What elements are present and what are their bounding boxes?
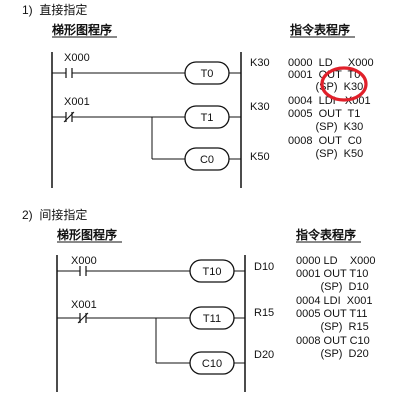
highlight-circle [320, 66, 368, 102]
constant-label: R15 [254, 307, 274, 319]
list-line: (SP) K50 [288, 148, 363, 160]
list-line: 0008 OUT C0 [288, 135, 362, 147]
constant-label: K30 [250, 57, 270, 69]
constant-label: D10 [254, 261, 274, 273]
contact-label: X001 [64, 96, 90, 108]
list-line: 0005 OUT T1 [288, 108, 360, 120]
list-line: (SP) D20 [296, 348, 369, 360]
list-line: 0008 OUT C10 [296, 335, 370, 347]
section-heading: 1) 直接指定 [22, 2, 87, 17]
section-heading: 2) 间接指定 [22, 207, 87, 222]
list-line: 0005 OUT T11 [296, 308, 368, 320]
list-title: 指令表程序 [296, 227, 356, 242]
constant-label: K50 [250, 151, 270, 163]
list-line: (SP) K30 [288, 81, 363, 93]
coil-label: T10 [203, 266, 222, 278]
list-line: (SP) R15 [296, 321, 369, 333]
list-line: (SP) K30 [288, 121, 363, 133]
contact-label: X000 [71, 255, 97, 267]
coil-label: T0 [201, 68, 214, 80]
contact-label: X000 [64, 52, 90, 64]
instruction-list: 0000 LD X000 0001 OUT T10 (SP) D10 0004 … [296, 255, 376, 360]
constant-label: D20 [254, 349, 274, 361]
contact-label: X001 [71, 299, 97, 311]
list-line: 0004 LDI X001 [296, 295, 372, 307]
list-line: 0001 OUT T10 [296, 268, 368, 280]
coil-label: T1 [201, 112, 214, 124]
coil-label: T11 [203, 313, 221, 325]
constant-label: K30 [250, 101, 270, 113]
section-indirect: 2) 间接指定 梯形图程序 指令表程序 X000 T10 D10 X001 T1… [22, 207, 376, 392]
list-title: 指令表程序 [290, 22, 350, 37]
coil-label: C0 [200, 154, 214, 166]
list-line: (SP) D10 [296, 281, 369, 293]
section-direct: 1) 直接指定 梯形图程序 指令表程序 X000 T0 K30 X001 T1 … [22, 2, 374, 188]
list-line: 0000 LD X000 [296, 255, 376, 267]
ladder-title: 梯形图程序 [52, 22, 112, 37]
ladder-title: 梯形图程序 [57, 227, 117, 242]
list-line: 0000 LD X000 [288, 57, 374, 69]
coil-label: C10 [202, 358, 222, 370]
